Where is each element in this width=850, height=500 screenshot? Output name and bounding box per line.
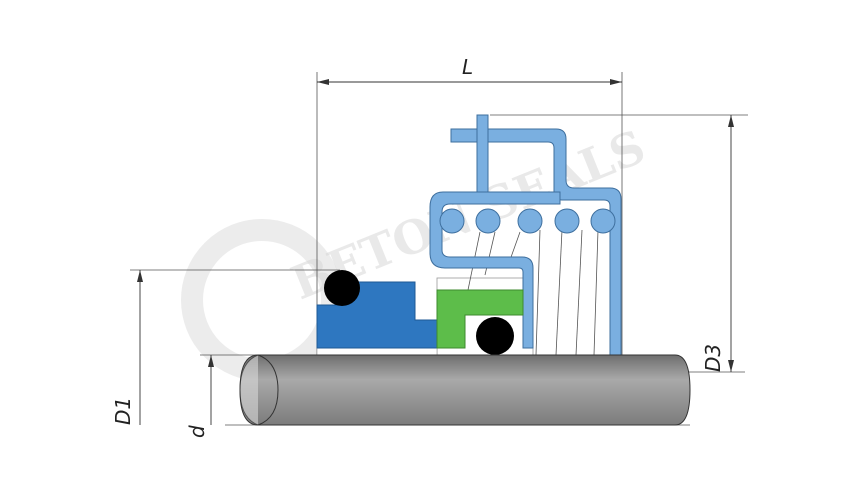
shaft (239, 354, 691, 426)
label-L: L (462, 55, 473, 79)
ring-gap (316, 347, 438, 356)
label-D3: D3 (701, 344, 725, 372)
dimension-D1 (137, 270, 143, 425)
label-d: d (185, 425, 209, 438)
o-ring-upper (324, 270, 360, 306)
o-ring-lower (476, 317, 514, 355)
spring-retainer (429, 114, 622, 373)
dimension-D3 (728, 115, 734, 372)
dimension-L (317, 79, 622, 85)
seat-ring (436, 289, 524, 349)
dimension-d (208, 355, 214, 425)
label-D1: D1 (111, 397, 135, 425)
